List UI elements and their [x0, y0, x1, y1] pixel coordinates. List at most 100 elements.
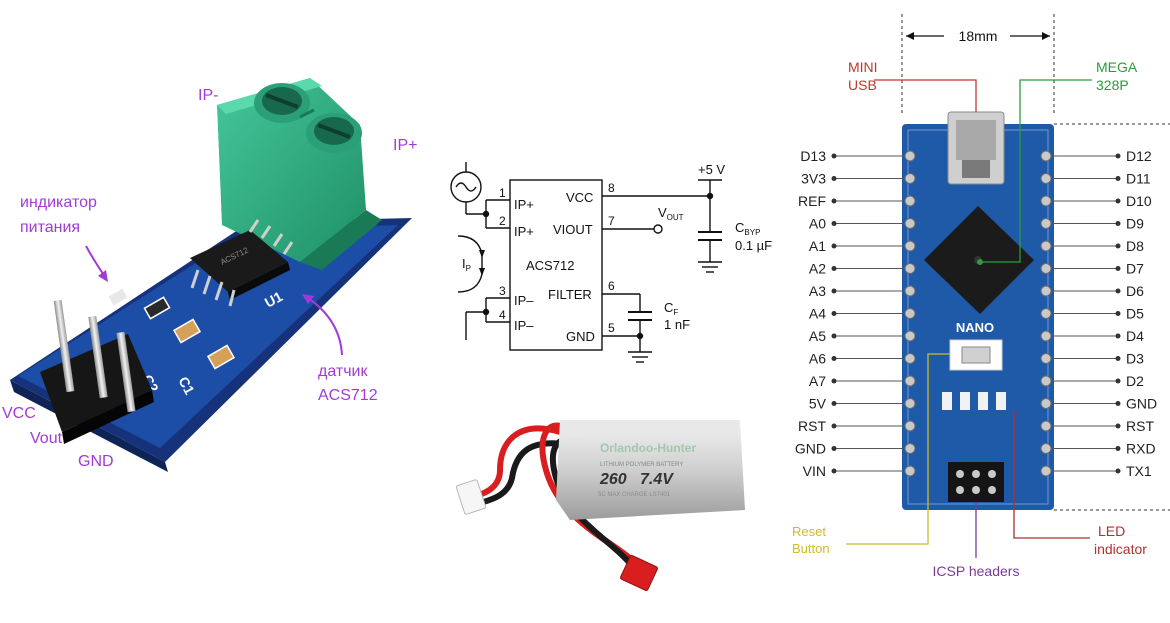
arrow-sensor: [307, 297, 343, 356]
nano-pad-left-3v3: [904, 173, 916, 184]
nano-pad-right-d7: [1040, 263, 1052, 274]
cf-label: CF: [664, 300, 678, 317]
jst-connector-red: [620, 555, 658, 591]
label-mega-2: 328P: [1096, 77, 1129, 93]
cbyp-c: C: [735, 220, 744, 235]
nano-dot-right-d6: [1115, 288, 1121, 294]
label-led-1: LED: [1098, 523, 1125, 539]
label-vout: Vout: [30, 430, 63, 447]
nano-label-right-tx1: TX1: [1126, 463, 1152, 479]
nano-label-right-d12: D12: [1126, 148, 1152, 164]
nano-dot-left-a5: [831, 333, 837, 339]
nano-dot-left-a7: [831, 378, 837, 384]
nano-pad-right-rxd: [1040, 443, 1052, 454]
dim-label: 18mm: [959, 28, 998, 44]
nano-pad-left-gnd: [904, 443, 916, 454]
nano-pad-left-a7: [904, 375, 916, 387]
header-pins: [40, 299, 154, 444]
label-led-2: indicator: [1094, 541, 1147, 557]
nano-dot-left-a0: [831, 221, 837, 226]
nano-pad-right-d11: [1040, 173, 1052, 184]
nano-label-left-a4: A4: [809, 306, 826, 322]
led-tx: [978, 392, 988, 410]
schematic-labels: +5 V ACS712 1 IP+ 2 IP+ 3 IP– 4 IP– 8 VC…: [462, 162, 772, 344]
board-name: NANO: [956, 320, 994, 335]
nano-label-left-a3: A3: [809, 283, 826, 299]
nano-dot-left-3v3: [831, 176, 837, 181]
label-power-indicator-1: индикатор: [20, 194, 97, 211]
label-ip-plus: IP+: [393, 137, 417, 154]
battery-capacity: 260: [599, 471, 627, 488]
nano-label-left-a0: A0: [809, 216, 826, 232]
nano-pad-left-rst: [904, 420, 916, 432]
nano-dot-right-d5: [1115, 311, 1121, 316]
nano-dot-left-5v: [831, 401, 837, 406]
nano-label-right-gnd: GND: [1126, 396, 1157, 412]
nano-label-right-d3: D3: [1126, 351, 1144, 367]
nano-label-left-5v: 5V: [809, 396, 827, 412]
arrowhead-power-indicator: [98, 270, 108, 282]
nano-label-left-a7: A7: [809, 373, 826, 389]
nano-dot-right-d7: [1115, 266, 1121, 271]
vout-sub: OUT: [667, 213, 684, 222]
nano-dot-left-vin: [831, 468, 837, 474]
nano-dot-right-d3: [1115, 356, 1121, 361]
battery-wire-red: [471, 425, 561, 500]
label-reset-2: Button: [792, 541, 830, 556]
ip-current-path: [457, 235, 483, 293]
nano-label-left-vin: VIN: [803, 463, 826, 479]
nano-dot-left-a1: [831, 243, 837, 249]
pin-num-6: 6: [608, 279, 615, 293]
nano-board: [902, 124, 1054, 510]
label-mini-usb-2: USB: [848, 77, 877, 93]
nano-dot-right-d10: [1115, 198, 1121, 204]
ip-i: I: [462, 256, 466, 271]
pin-num-4: 4: [499, 308, 506, 322]
nano-dot-right-d12: [1115, 153, 1121, 159]
pin-num-5: 5: [608, 321, 615, 335]
schematic-chip-name: ACS712: [526, 258, 574, 273]
callout-reset: [846, 353, 950, 545]
lipo-battery: Orlandoo-Hunter LITHIUM POLYMER BATTERY …: [455, 420, 745, 591]
schematic-chip-body: [509, 179, 603, 351]
nano-pad-right-gnd: [1040, 398, 1052, 409]
nano-label-left-a5: A5: [809, 328, 826, 344]
label-sensor-2: ACS712: [318, 387, 378, 404]
pin-name-8: VCC: [566, 190, 593, 205]
nano-label-left-gnd: GND: [795, 441, 826, 457]
callout-mini-usb: [874, 79, 977, 112]
nano-label-left-a2: A2: [809, 261, 826, 277]
nano-label-left-rst: RST: [798, 418, 826, 434]
nano-label-left-ref: REF: [798, 193, 826, 209]
nano-label-right-rst: RST: [1126, 418, 1154, 434]
nano-pad-right-d9: [1040, 218, 1052, 229]
acs712-chip: ACS712: [190, 219, 294, 307]
nano-pad-left-a6: [904, 353, 916, 364]
nano-pad-right-tx1: [1040, 465, 1052, 477]
smd-cap-c1: [206, 344, 236, 370]
acs712-module: ACS712 U1 C2 C1 IP- IP+ индикатор питани…: [2, 78, 417, 472]
nano-dot-right-d4: [1115, 333, 1121, 339]
nano-label-right-d5: D5: [1126, 306, 1144, 322]
cbyp-label: CBYP: [735, 220, 760, 237]
nano-label-left-d13: D13: [800, 148, 826, 164]
nano-pad-right-rst: [1040, 420, 1052, 432]
battery-type: LITHIUM POLYMER BATTERY: [600, 462, 683, 468]
nano-pad-left-ref: [904, 195, 916, 207]
arduino-nano: 18mm NANO D133V3REFA0A1A2A3A4A5A6A75VRST…: [792, 14, 1170, 579]
label-reset-1: Reset: [792, 524, 826, 539]
label-mega-1: MEGA: [1096, 59, 1138, 75]
label-sensor-1: датчик: [318, 363, 368, 380]
icsp-header: [948, 462, 1004, 502]
nano-label-right-d7: D7: [1126, 261, 1144, 277]
terminal-block: [217, 78, 382, 270]
nano-pad-left-vin: [904, 465, 916, 477]
pin-name-5: GND: [566, 329, 595, 344]
acs712-schematic: [450, 162, 722, 363]
pin-num-2: 2: [499, 214, 506, 228]
nano-dot-left-a4: [831, 311, 837, 316]
nano-dot-left-a3: [831, 288, 837, 294]
supply-label: +5 V: [698, 162, 725, 177]
label-vcc: VCC: [2, 405, 36, 422]
nano-dot-right-rxd: [1115, 446, 1121, 451]
